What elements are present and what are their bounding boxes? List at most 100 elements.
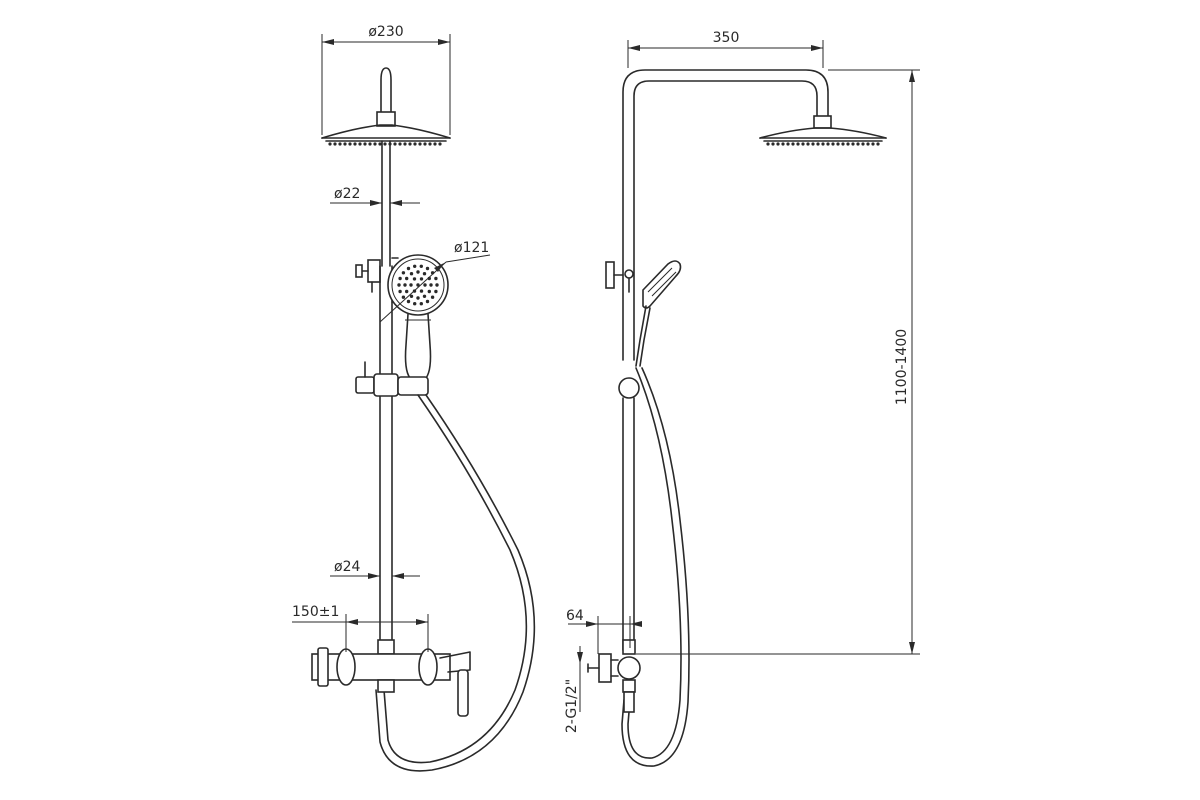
side-mixer-body bbox=[587, 639, 641, 713]
dim-height-range: 1100-1400 bbox=[636, 69, 920, 655]
nozzle-dot bbox=[409, 294, 414, 298]
nozzle-dot bbox=[403, 142, 407, 146]
nozzle-dot bbox=[353, 142, 357, 146]
dim-inlet-spacing: 150±1 bbox=[292, 604, 429, 652]
nozzle-dot bbox=[434, 289, 438, 294]
front-mixer-body bbox=[311, 639, 471, 717]
nozzle-dot bbox=[405, 289, 409, 294]
nozzle-dot bbox=[413, 302, 417, 306]
nozzle-dot bbox=[338, 142, 342, 146]
nozzle-dot bbox=[422, 272, 427, 276]
nozzle-dot bbox=[841, 142, 845, 146]
nozzle-dot bbox=[816, 142, 820, 146]
nozzle-dot bbox=[401, 295, 406, 299]
nozzle-dot bbox=[428, 142, 432, 146]
nozzle-dot bbox=[861, 142, 865, 146]
nozzle-dot bbox=[425, 299, 430, 304]
nozzle-dot bbox=[403, 283, 407, 287]
nozzle-dot bbox=[856, 142, 860, 146]
side-head-nozzles bbox=[766, 142, 880, 146]
label-height-range: 1100-1400 bbox=[894, 329, 910, 405]
label-hand-shower-diameter: ø121 bbox=[454, 240, 489, 256]
side-hand-shower bbox=[635, 260, 682, 367]
dim-upper-pipe: ø22 bbox=[330, 186, 420, 206]
nozzle-dot bbox=[398, 276, 402, 281]
nozzle-dot bbox=[401, 271, 406, 275]
nozzle-dot bbox=[406, 266, 411, 271]
dim-inlet-thread: 2-G1/2" bbox=[564, 646, 583, 733]
side-slider-holder bbox=[618, 377, 640, 399]
nozzle-dot bbox=[791, 142, 795, 146]
nozzle-dot bbox=[423, 283, 427, 287]
nozzle-dot bbox=[801, 142, 805, 146]
label-inlet-spacing: 150±1 bbox=[292, 604, 339, 620]
nozzle-dot bbox=[796, 142, 800, 146]
nozzle-dot bbox=[358, 142, 362, 146]
nozzle-dot bbox=[412, 277, 417, 281]
nozzle-dot bbox=[368, 142, 372, 146]
nozzle-dot bbox=[373, 142, 377, 146]
nozzle-dot bbox=[430, 295, 435, 299]
side-main-pipe bbox=[622, 397, 635, 651]
nozzle-dot bbox=[328, 142, 332, 146]
nozzle-dot bbox=[826, 142, 830, 146]
side-view: 350 1100-1400 64 2-G1/2" bbox=[564, 30, 920, 767]
nozzle-dot bbox=[398, 289, 402, 294]
nozzle-dot bbox=[866, 142, 870, 146]
nozzle-dot bbox=[416, 270, 420, 274]
nozzle-dot bbox=[398, 142, 402, 146]
nozzle-dot bbox=[413, 264, 417, 268]
label-inlet-offset: 64 bbox=[566, 608, 584, 624]
nozzle-dot bbox=[836, 142, 840, 146]
nozzle-dot bbox=[851, 142, 855, 146]
nozzle-dot bbox=[776, 142, 780, 146]
nozzle-dot bbox=[871, 142, 875, 146]
side-diverter bbox=[605, 261, 634, 293]
nozzle-dot bbox=[831, 142, 835, 146]
nozzle-dot bbox=[429, 283, 433, 287]
nozzle-dot bbox=[786, 142, 790, 146]
nozzle-dot bbox=[438, 142, 442, 146]
nozzle-dot bbox=[419, 264, 423, 268]
nozzle-dot bbox=[348, 142, 352, 146]
side-hose bbox=[621, 367, 690, 767]
nozzle-dot bbox=[413, 142, 417, 146]
dim-lower-pipe: ø24 bbox=[330, 559, 420, 579]
front-upper-pipe bbox=[381, 140, 391, 267]
side-shower-arm bbox=[622, 69, 829, 361]
nozzle-dot bbox=[422, 294, 427, 298]
nozzle-dot bbox=[416, 296, 420, 300]
label-inlet-thread: 2-G1/2" bbox=[564, 679, 580, 733]
nozzle-dot bbox=[406, 299, 411, 304]
nozzle-dot bbox=[408, 142, 412, 146]
nozzle-dot bbox=[811, 142, 815, 146]
label-arm-length: 350 bbox=[713, 30, 740, 46]
nozzle-dot bbox=[343, 142, 347, 146]
nozzle-dot bbox=[363, 142, 367, 146]
nozzle-dot bbox=[771, 142, 775, 146]
nozzle-dot bbox=[419, 302, 423, 306]
front-rain-shower-head bbox=[321, 67, 451, 146]
nozzle-dot bbox=[416, 283, 420, 287]
nozzle-dot bbox=[333, 142, 337, 146]
nozzle-dot bbox=[423, 142, 427, 146]
nozzle-dot bbox=[378, 142, 382, 146]
label-lower-pipe-diameter: ø24 bbox=[334, 559, 360, 575]
front-hand-shower bbox=[387, 254, 449, 379]
front-main-pipe bbox=[379, 265, 393, 651]
nozzle-dot bbox=[405, 276, 409, 281]
nozzle-dot bbox=[419, 289, 424, 293]
nozzle-dot bbox=[393, 142, 397, 146]
front-slider-holder bbox=[355, 361, 429, 397]
nozzle-dot bbox=[435, 283, 439, 287]
dim-head-diameter: ø230 bbox=[321, 24, 451, 135]
label-upper-pipe-diameter: ø22 bbox=[334, 186, 360, 202]
nozzle-dot bbox=[397, 283, 401, 287]
nozzle-dot bbox=[427, 289, 431, 294]
nozzle-dot bbox=[821, 142, 825, 146]
nozzle-dot bbox=[846, 142, 850, 146]
dim-inlet-offset: 64 bbox=[566, 608, 642, 654]
nozzle-dot bbox=[409, 272, 414, 276]
label-head-diameter: ø230 bbox=[368, 24, 403, 40]
